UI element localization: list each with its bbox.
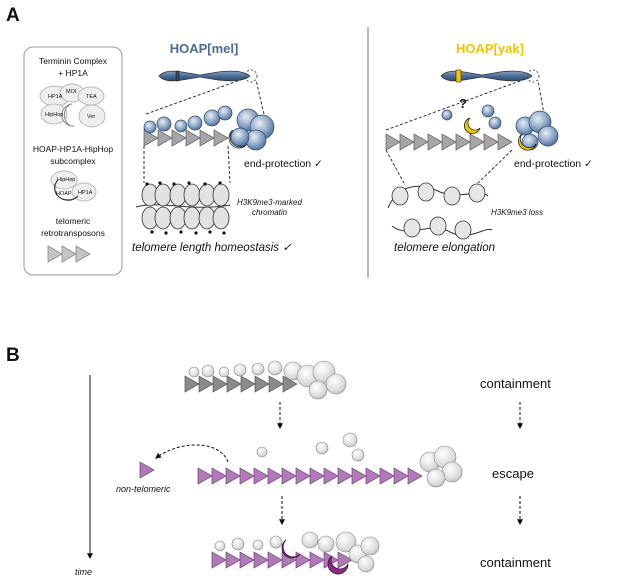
legend-box: Terminin Complex + HP1A HP1A MOI TEA Hip… <box>23 46 123 276</box>
yak-zoom-line-1 <box>385 77 529 131</box>
non-telomeric-label: non-telomeric <box>116 484 171 494</box>
legend-subcomplex-1: HOAP-HP1A-HipHop <box>33 144 114 154</box>
row3-hoap <box>281 539 349 575</box>
time-label: time <box>75 567 92 577</box>
row2-array <box>197 467 423 485</box>
svg-text:HP1A: HP1A <box>78 190 93 196</box>
mel-chromatin-label-2: chromatin <box>252 208 288 217</box>
svg-text:HOAP: HOAP <box>56 191 72 197</box>
yak-loss-label: H3K9me3 loss <box>491 208 543 217</box>
state-2-label: escape <box>492 466 534 481</box>
mel-chromatin <box>135 181 231 235</box>
yak-chromosome <box>440 69 540 83</box>
legend-subcomplex-2: subcomplex <box>50 156 96 166</box>
mel-chromosome <box>158 69 258 83</box>
panel-a-letter: A <box>6 5 20 26</box>
escape-curve-arrow <box>155 444 229 463</box>
yak-free-proteins <box>441 104 502 134</box>
state-1-label: containment <box>480 376 551 391</box>
row1-proteins <box>188 360 347 400</box>
subcomplex-icon: HipHop HOAP HP1A <box>50 170 97 202</box>
legend-complex-title-2: + HP1A <box>58 68 88 78</box>
svg-text:TEA: TEA <box>86 94 97 100</box>
yak-question: ? <box>459 96 467 111</box>
mel-homeostasis: telomere length homeostasis ✓ <box>132 242 292 254</box>
retro-triangles-icon <box>47 245 91 263</box>
mel-zoom-line-1 <box>145 77 247 115</box>
mel-telomere-array <box>143 129 229 147</box>
yak-zoom-line-3 <box>385 149 405 184</box>
mel-chromatin-label-1: H3K9me3-marked <box>237 198 302 207</box>
svg-text:HipHop: HipHop <box>45 112 63 118</box>
yak-elongation: telomere elongation <box>394 242 495 254</box>
yak-end-protection: end-protection ✓ <box>514 158 593 170</box>
mel-end-protection: end-protection ✓ <box>244 158 323 170</box>
mel-zoom-line-4 <box>227 145 231 184</box>
escaped-triangle <box>139 461 155 479</box>
panel-b-letter: B <box>6 345 20 366</box>
row3-proteins <box>214 531 380 573</box>
legend-complex-title-1: Terminin Complex <box>39 56 108 66</box>
row2-proteins <box>256 432 463 488</box>
svg-text:HipHop: HipHop <box>57 177 75 183</box>
legend-retro-1: telomeric <box>56 216 91 226</box>
svg-text:HP1A: HP1A <box>48 94 63 100</box>
mel-bound-proteins <box>143 105 275 151</box>
svg-text:Ver: Ver <box>87 114 95 120</box>
mel-zoom-line-2 <box>255 79 265 115</box>
svg-text:MOI: MOI <box>66 89 77 95</box>
yak-chromatin <box>387 182 493 240</box>
yak-title: HOAP[yak] <box>456 41 524 56</box>
yak-telomere-array <box>385 133 513 151</box>
yak-zoom-line-4 <box>477 149 513 184</box>
state-3-label: containment <box>480 555 551 570</box>
row1-array <box>184 375 298 393</box>
yak-bound-proteins <box>515 110 559 151</box>
legend-retro-2: retrotransposons <box>41 228 105 238</box>
terminin-complex-icon: HP1A MOI TEA HipHop Ver <box>39 83 106 128</box>
mel-title: HOAP[mel] <box>170 41 239 56</box>
